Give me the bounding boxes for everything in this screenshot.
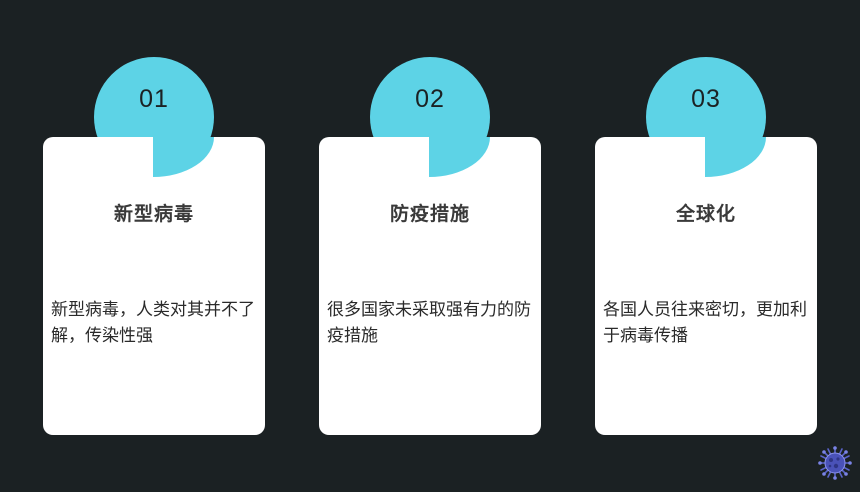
card-title: 新型病毒 (113, 203, 194, 225)
virus-icon (818, 446, 852, 480)
badge-overlap (429, 137, 490, 177)
card-description: 很多国家未采取强有力的防疫措施 (327, 300, 531, 346)
card-title: 全球化 (675, 203, 736, 225)
card-description: 新型病毒，人类对其并不了解，传染性强 (51, 300, 255, 346)
card-panel: 新型病毒 新型病毒，人类对其并不了解，传染性强 (43, 137, 265, 435)
badge-number: 03 (691, 85, 721, 113)
card-description: 各国人员往来密切，更加利于病毒传播 (603, 300, 807, 346)
badge-number: 02 (415, 85, 445, 113)
badge-overlap (153, 137, 214, 177)
card-globalization: 全球化 各国人员往来密切，更加利于病毒传播 03 (595, 57, 817, 437)
card-panel: 防疫措施 很多国家未采取强有力的防疫措施 (319, 137, 541, 435)
card-prevention: 防疫措施 很多国家未采取强有力的防疫措施 02 (319, 57, 541, 437)
card-panel: 全球化 各国人员往来密切，更加利于病毒传播 (595, 137, 817, 435)
badge-overlap (705, 137, 766, 177)
badge-number: 01 (139, 85, 169, 113)
card-new-virus: 新型病毒 新型病毒，人类对其并不了解，传染性强 01 (43, 57, 265, 437)
card-title: 防疫措施 (389, 203, 470, 225)
